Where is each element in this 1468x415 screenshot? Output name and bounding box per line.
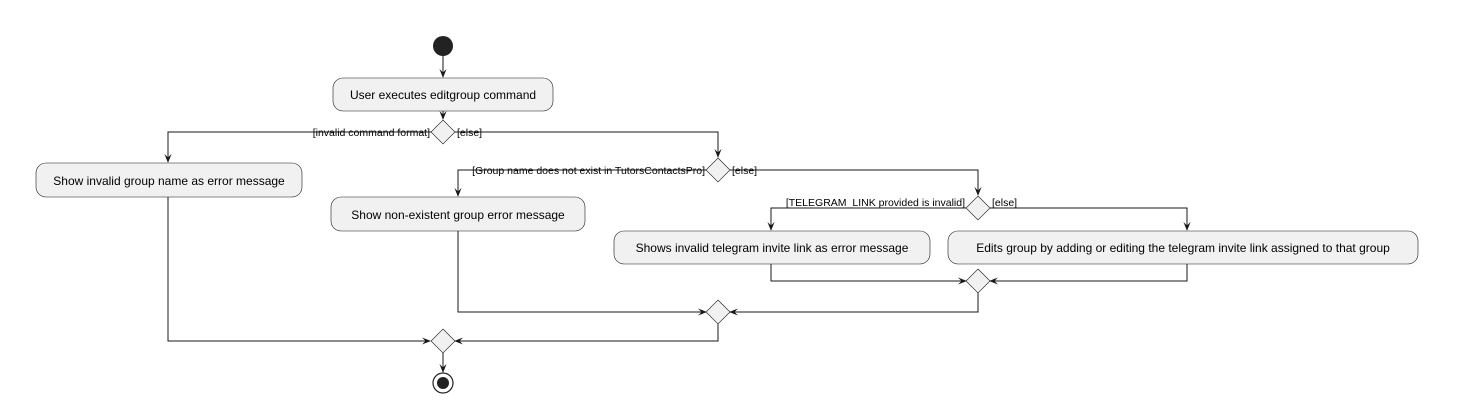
flow-to-final-merge-left: [167, 197, 431, 345]
action-invalid-telegram-link-error: Shows invalid telegram invite link as er…: [613, 230, 931, 265]
guard-group-does-not-exist: [Group name does not exist in TutorsCont…: [472, 165, 705, 177]
action-nonexistent-group-error: Show non-existent group error message: [330, 196, 586, 232]
guard-telegram-link-invalid: [TELEGRAM_LINK provided is invalid]: [786, 197, 965, 209]
action-label: Show invalid group name as error message: [53, 174, 285, 188]
end-node: [432, 372, 454, 394]
flow-d2-right: [730, 169, 982, 196]
decision-telegram-link: [965, 195, 991, 221]
action-label: Shows invalid telegram invite link as er…: [636, 241, 909, 255]
flow-d3-right: [990, 207, 1191, 231]
flow-to-merge-2-left: [457, 231, 707, 316]
action-user-executes-editgroup: User executes editgroup command: [332, 77, 554, 112]
flow-d3-left: [767, 207, 966, 231]
action-label: User executes editgroup command: [350, 88, 536, 102]
flow-merge3-to-merge2: [729, 293, 979, 316]
action-invalid-group-name-error: Show invalid group name as error message: [35, 162, 303, 198]
flow-merge2-to-final-merge: [454, 324, 719, 345]
merge-final: [430, 328, 456, 354]
guard-else-2: [else]: [732, 165, 757, 177]
action-edit-group-link: Edits group by adding or editing the tel…: [947, 230, 1419, 265]
flow-d1-right: [455, 131, 722, 158]
decision-command-format: [430, 119, 456, 145]
decision-group-exists: [705, 157, 731, 183]
flow-to-merge-3-left: [770, 264, 967, 285]
action-label: Edits group by adding or editing the tel…: [976, 241, 1390, 255]
merge-group: [705, 299, 731, 325]
guard-invalid-command-format: [invalid command format]: [313, 127, 430, 139]
action-label: Show non-existent group error message: [351, 208, 565, 222]
flow-d1-left: [164, 131, 431, 163]
merge-telegram: [965, 268, 991, 294]
flow-d2-left: [454, 169, 706, 197]
flow-to-merge-3-right: [989, 264, 1188, 285]
guard-else-1: [else]: [457, 127, 482, 139]
start-node: [433, 36, 453, 56]
guard-else-3: [else]: [992, 197, 1017, 209]
